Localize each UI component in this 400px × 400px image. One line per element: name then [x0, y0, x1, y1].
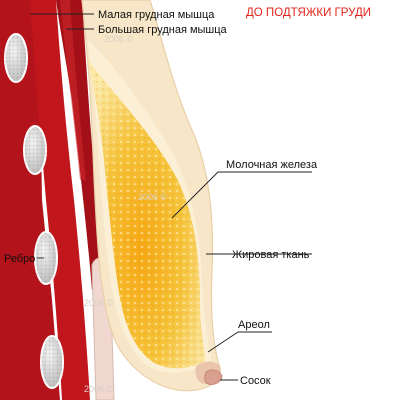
- label-areola: Ареол: [238, 319, 270, 331]
- major-pectoral-muscle-highlight: [60, 0, 86, 180]
- rib-bone-icon: [5, 34, 27, 82]
- mammary-gland-texture: [88, 60, 206, 369]
- leader-areola: [207, 331, 272, 353]
- watermark: 2006 ©: [104, 34, 134, 44]
- label-gland: Молочная железа: [226, 159, 318, 171]
- label-major-muscle: Большая грудная мышца: [98, 24, 228, 36]
- watermark: 2006 ©: [138, 192, 168, 202]
- label-nipple: Сосок: [240, 375, 271, 387]
- rib-bone-icon: [35, 232, 57, 284]
- label-rib: Ребро: [4, 253, 35, 265]
- minor-pectoral-muscle: [30, 0, 90, 400]
- chest-wall-band: [0, 0, 60, 400]
- watermark: 2006 ©: [84, 384, 114, 394]
- label-fat: Жировая ткань: [232, 249, 310, 261]
- ribs: [4, 33, 64, 389]
- diagram-title: ДО ПОДТЯЖКИ ГРУДИ: [246, 7, 371, 19]
- nipple-icon: [204, 369, 223, 385]
- watermark: 2006 ©: [84, 298, 114, 308]
- leader-gland: [171, 171, 312, 219]
- rib-bone-icon: [24, 126, 46, 174]
- label-minor-muscle: Малая грудная мышца: [98, 9, 215, 21]
- rib-bone-icon: [41, 336, 63, 388]
